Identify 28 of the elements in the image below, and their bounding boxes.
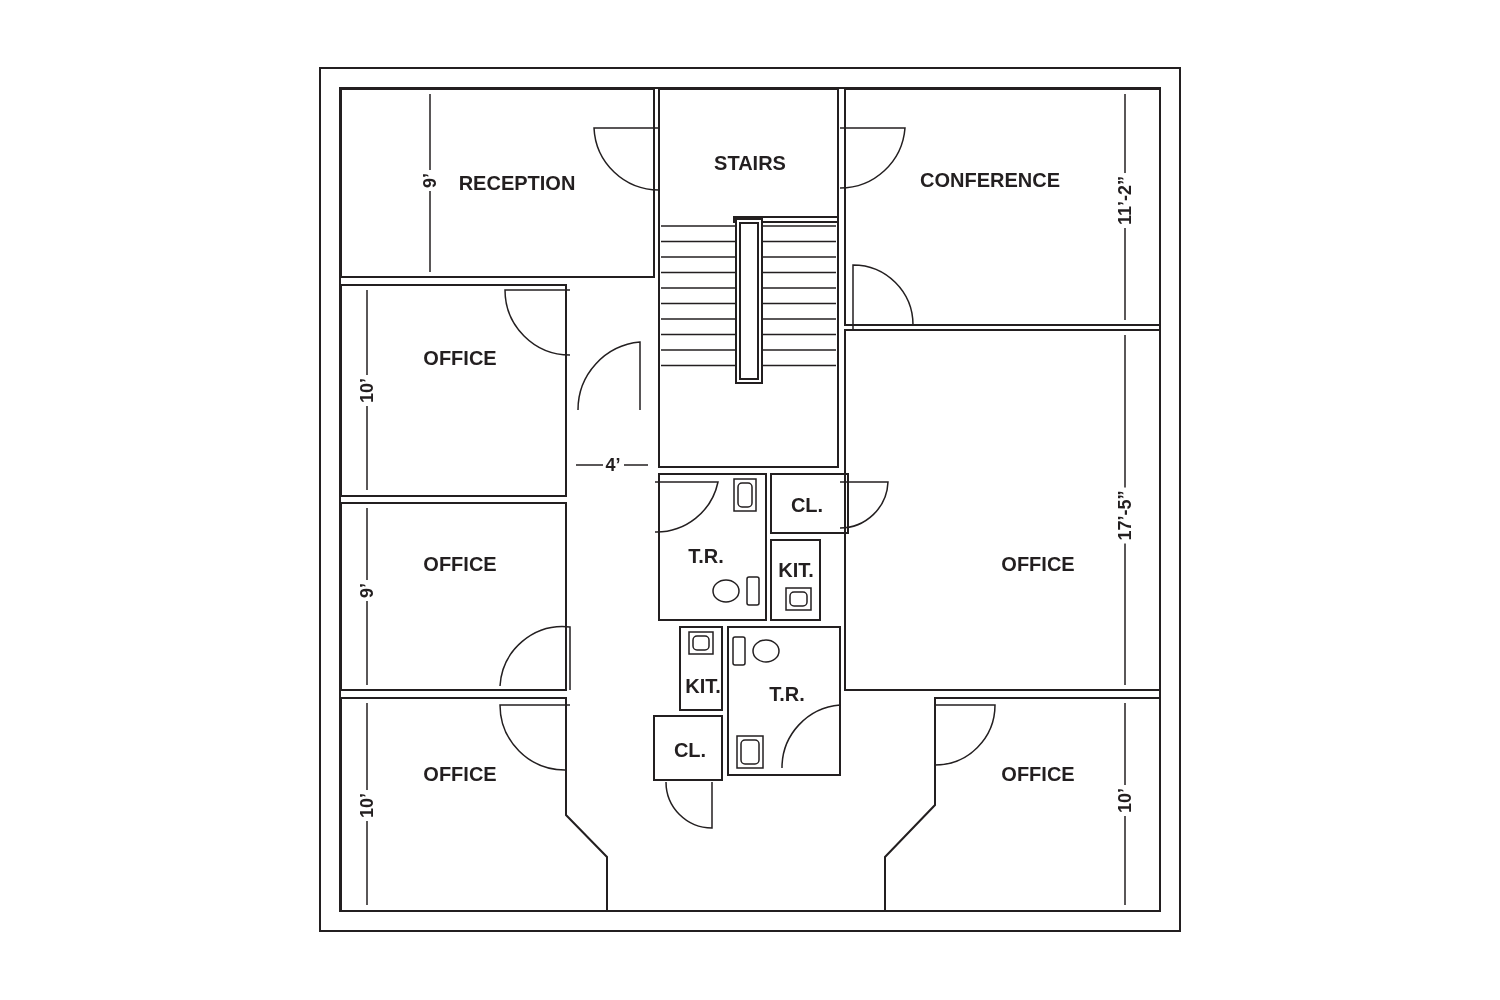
room-name: CONFERENCE: [920, 168, 1060, 192]
room: [341, 285, 566, 496]
room-name: CL.: [673, 738, 707, 762]
room: [659, 474, 766, 620]
room-name: CL.: [790, 493, 824, 517]
room-name: KIT.: [778, 558, 814, 582]
room: [341, 698, 607, 911]
room: [845, 330, 1160, 690]
room: [654, 716, 722, 780]
room: [771, 540, 820, 620]
room: [680, 627, 722, 710]
room-name: T.R.: [688, 544, 724, 568]
room-name: RECEPTION: [458, 171, 576, 195]
room: [771, 474, 848, 533]
room-name: OFFICE: [1001, 762, 1075, 786]
room-name: OFFICE: [423, 552, 497, 576]
room-name: KIT.: [685, 674, 721, 698]
room-name: T.R.: [769, 682, 805, 706]
room: [885, 698, 1160, 911]
room: [341, 89, 654, 277]
room-name: OFFICE: [423, 762, 497, 786]
room-name: STAIRS: [714, 151, 786, 175]
room-name: OFFICE: [423, 346, 497, 370]
room-name: OFFICE: [1001, 552, 1075, 576]
room: [728, 627, 840, 775]
room: [845, 89, 1160, 325]
room: [341, 503, 566, 690]
room: [659, 89, 838, 467]
